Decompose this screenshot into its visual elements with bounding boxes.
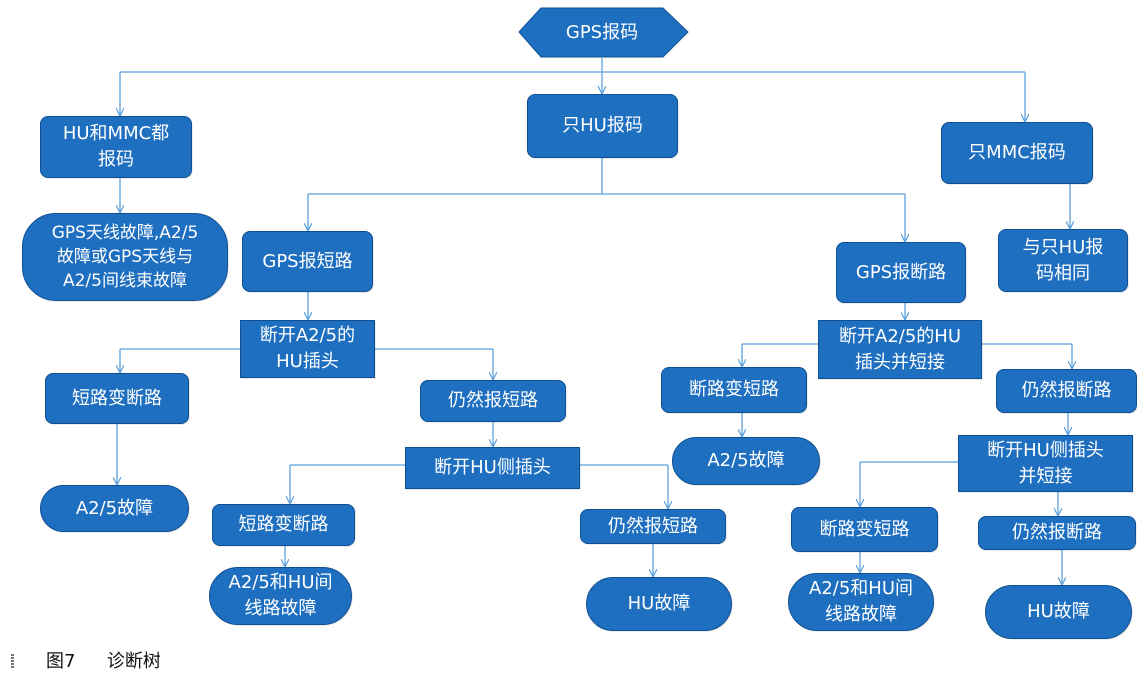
node-label: GPS天线故障,A2/5 故障或GPS天线与 A2/5间线束故障 <box>51 223 199 291</box>
node-label: HU故障 <box>627 593 691 614</box>
node-label: HU故障 <box>1027 601 1090 622</box>
node-label: 断开HU侧插头 并短接 <box>987 439 1104 487</box>
node-label: A2/5故障 <box>707 450 785 471</box>
figure-title: 诊断树 <box>106 651 161 672</box>
node-label: 仍然报断路 <box>1021 380 1112 401</box>
figure-caption: 图7 诊断树 <box>46 647 161 673</box>
root-node: GPS报码 <box>541 8 663 57</box>
node-label: 断开HU侧插头 <box>434 457 551 478</box>
node-label: 断开A2/5的HU 插头并短接 <box>839 325 961 373</box>
node-label: A2/5和HU间 线路故障 <box>809 578 913 625</box>
node-label: 只HU报码 <box>562 115 643 136</box>
node-gps-open: GPS报断路 <box>836 242 966 303</box>
node-label: 断开A2/5的 HU插头 <box>259 325 356 372</box>
node-label: 断路变短路 <box>689 379 779 400</box>
node-label: A2/5故障 <box>75 497 154 519</box>
node-label: 短路变断路 <box>72 387 162 409</box>
figure-number: 图7 <box>46 651 76 672</box>
node-label: 与只HU报 码相同 <box>1022 236 1104 284</box>
node-short-becomes-open: 短路变断路 <box>45 373 189 424</box>
node-disconnect-a25-hu-plug-short: 断开A2/5的HU 插头并短接 <box>818 320 982 379</box>
node-still-short-2: 仍然报短路 <box>580 509 726 544</box>
node-still-open-2: 仍然报断路 <box>978 516 1136 550</box>
node-a25-fault: A2/5故障 <box>40 485 189 532</box>
node-a25-hu-line-fault-2: A2/5和HU间 线路故障 <box>788 573 934 631</box>
node-a25-hu-line-fault: A2/5和HU间 线路故障 <box>209 567 352 625</box>
node-gps-short: GPS报短路 <box>242 231 373 292</box>
node-disconnect-hu-plug-short: 断开HU侧插头 并短接 <box>958 435 1133 492</box>
node-hu-only: 只HU报码 <box>527 94 678 158</box>
node-label: GPS报断路 <box>855 261 947 283</box>
node-short-becomes-open-2: 短路变断路 <box>212 504 355 546</box>
node-label: 只MMC报码 <box>968 142 1066 163</box>
node-label: 断路变短路 <box>819 518 910 540</box>
caption-marker <box>11 654 14 668</box>
node-mmc-only: 只MMC报码 <box>941 122 1093 184</box>
node-label: A2/5和HU间 线路故障 <box>228 572 333 619</box>
node-label: HU和MMC都 报码 <box>62 123 170 170</box>
node-label: 仍然报断路 <box>1012 522 1102 543</box>
node-label: 仍然报短路 <box>608 515 698 537</box>
node-still-short: 仍然报短路 <box>420 380 566 422</box>
node-hu-and-mmc: HU和MMC都 报码 <box>40 116 192 178</box>
node-still-open: 仍然报断路 <box>996 369 1137 413</box>
root-node-shape <box>518 7 689 58</box>
node-label: 短路变断路 <box>238 514 329 535</box>
node-open-becomes-short-2: 断路变短路 <box>791 507 938 552</box>
node-hu-fault-2: HU故障 <box>985 585 1132 639</box>
node-label: 仍然报短路 <box>448 390 538 411</box>
node-antenna-fault: GPS天线故障,A2/5 故障或GPS天线与 A2/5间线束故障 <box>22 213 228 301</box>
node-disconnect-hu-plug: 断开HU侧插头 <box>405 447 580 489</box>
node-same-as-hu: 与只HU报 码相同 <box>998 229 1128 292</box>
node-label: GPS报短路 <box>262 250 353 272</box>
node-a25-fault-2: A2/5故障 <box>672 437 820 485</box>
node-open-becomes-short: 断路变短路 <box>661 367 807 413</box>
node-disconnect-a25-hu-plug: 断开A2/5的 HU插头 <box>240 320 375 378</box>
node-hu-fault: HU故障 <box>586 577 732 631</box>
root-label: GPS报码 <box>565 21 639 43</box>
